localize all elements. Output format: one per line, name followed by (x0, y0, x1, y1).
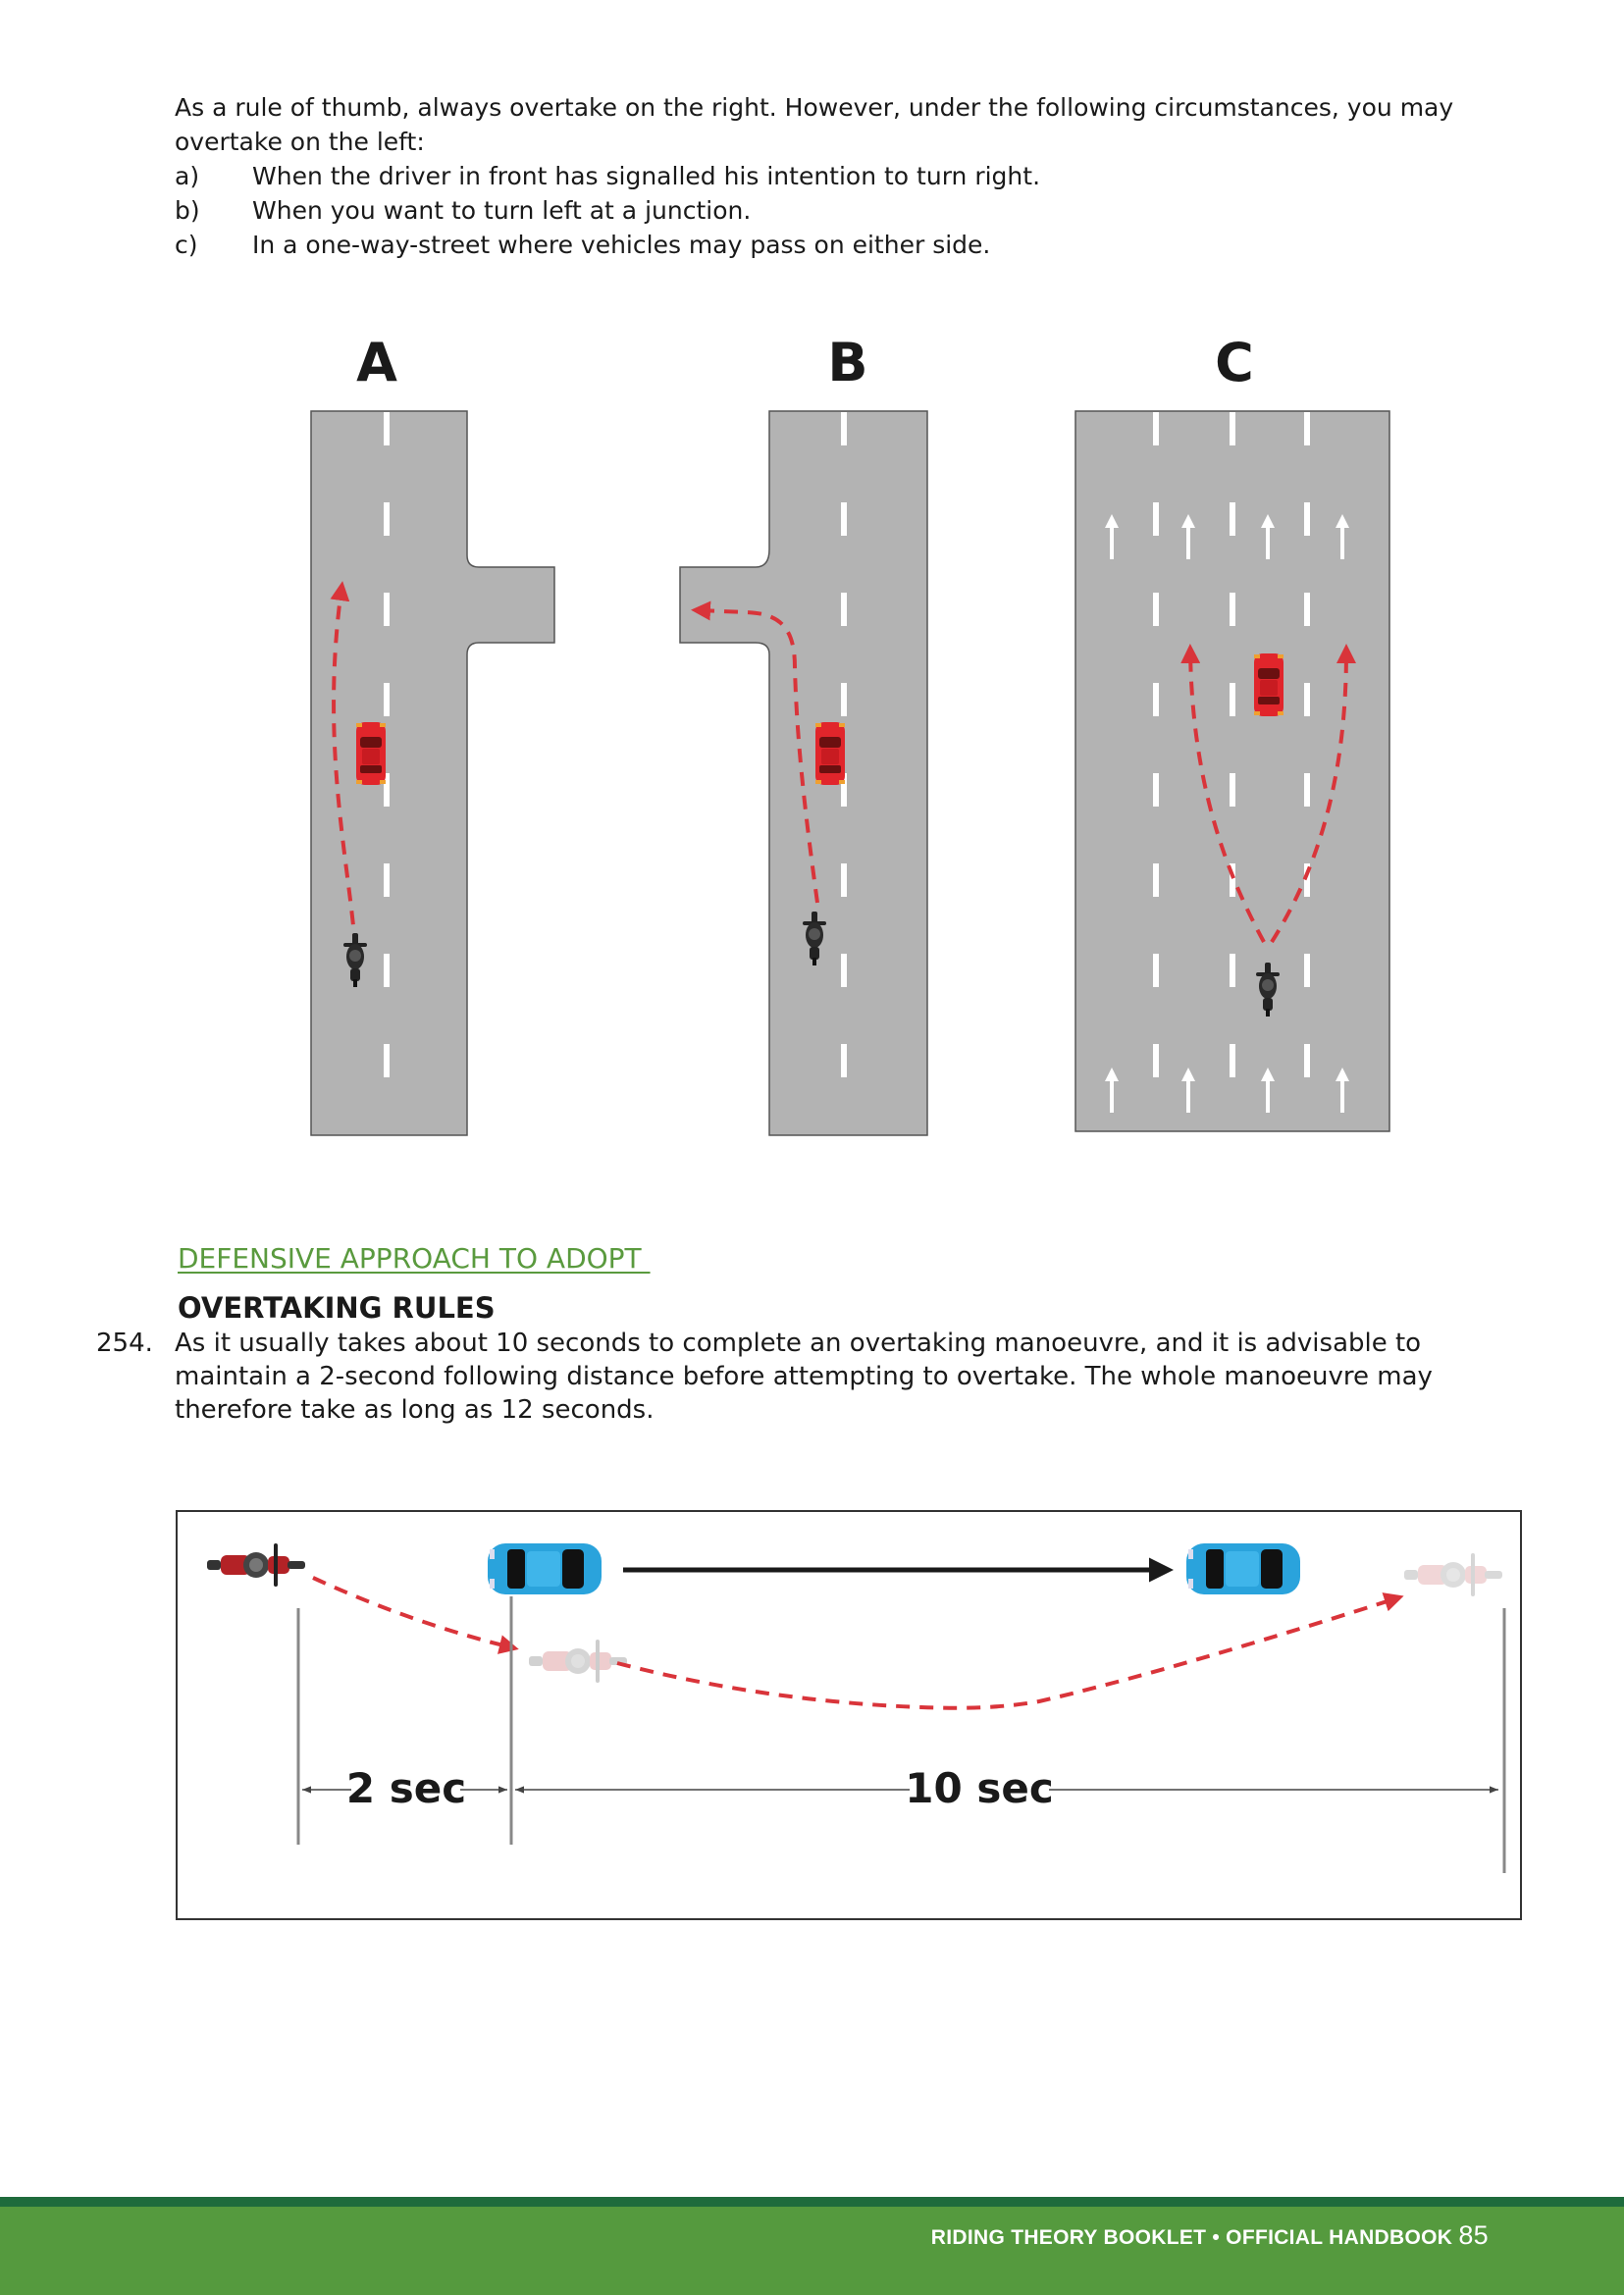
overtake-path-arrow (330, 581, 357, 949)
intro-text: As a rule of thumb, always overtake on t… (175, 93, 1454, 156)
car-icon (488, 1543, 602, 1594)
footer: RIDING THEORY BOOKLET • OFFICIAL HANDBOO… (0, 2207, 1624, 2295)
intro-block: As a rule of thumb, always overtake on t… (175, 90, 1529, 262)
diagram-label-b: B (827, 332, 867, 393)
turn-left-path-arrow (691, 600, 819, 904)
follow-path-arrow (312, 1576, 519, 1654)
list-item: a) When the driver in front has signalle… (175, 159, 1529, 193)
diagram-label-a: A (356, 332, 397, 393)
section-heading: DEFENSIVE APPROACH TO ADOPT (178, 1242, 651, 1275)
overtake-left-path-arrow (1180, 644, 1266, 943)
overtake-path-arrow (616, 1592, 1404, 1710)
footer-label: RIDING THEORY BOOKLET • OFFICIAL HANDBOO… (931, 2220, 1489, 2251)
ten-second-label: 10 sec (905, 1764, 1053, 1812)
overtaking-time-diagram: 2 sec 10 sec (176, 1510, 1522, 1920)
diagram-label-c: C (1215, 332, 1254, 393)
list-letter: a) (175, 162, 200, 190)
car-icon (356, 722, 386, 785)
diagram-b (679, 410, 928, 1136)
paragraph-254: 254. As it usually takes about 10 second… (96, 1327, 1539, 1427)
list-item: c) In a one-way-street where vehicles ma… (175, 228, 1529, 262)
car-icon (1186, 1543, 1300, 1594)
paragraph-number: 254. (96, 1329, 153, 1358)
list-text: When you want to turn left at a junction… (252, 196, 752, 225)
footer-title: RIDING THEORY BOOKLET • OFFICIAL HANDBOO… (930, 2226, 1453, 2249)
diagram-a (310, 410, 555, 1136)
subheading: OVERTAKING RULES (178, 1291, 496, 1325)
overtaking-left-diagrams: A B C (310, 332, 1390, 1136)
car-icon (815, 722, 845, 785)
list-text: In a one-way-street where vehicles may p… (252, 231, 991, 259)
list-text: When the driver in front has signalled h… (252, 162, 1041, 190)
list-letter: b) (175, 196, 200, 225)
diagram-c (1074, 410, 1390, 1132)
list-item: b) When you want to turn left at a junct… (175, 193, 1529, 228)
car-icon (1254, 653, 1283, 716)
two-second-label: 2 sec (346, 1764, 466, 1812)
list-letter: c) (175, 231, 198, 259)
overtake-right-path-arrow (1270, 644, 1356, 944)
page-number: 85 (1458, 2220, 1489, 2250)
paragraph-text: As it usually takes about 10 seconds to … (175, 1329, 1433, 1425)
footer-stripe (0, 2197, 1624, 2207)
